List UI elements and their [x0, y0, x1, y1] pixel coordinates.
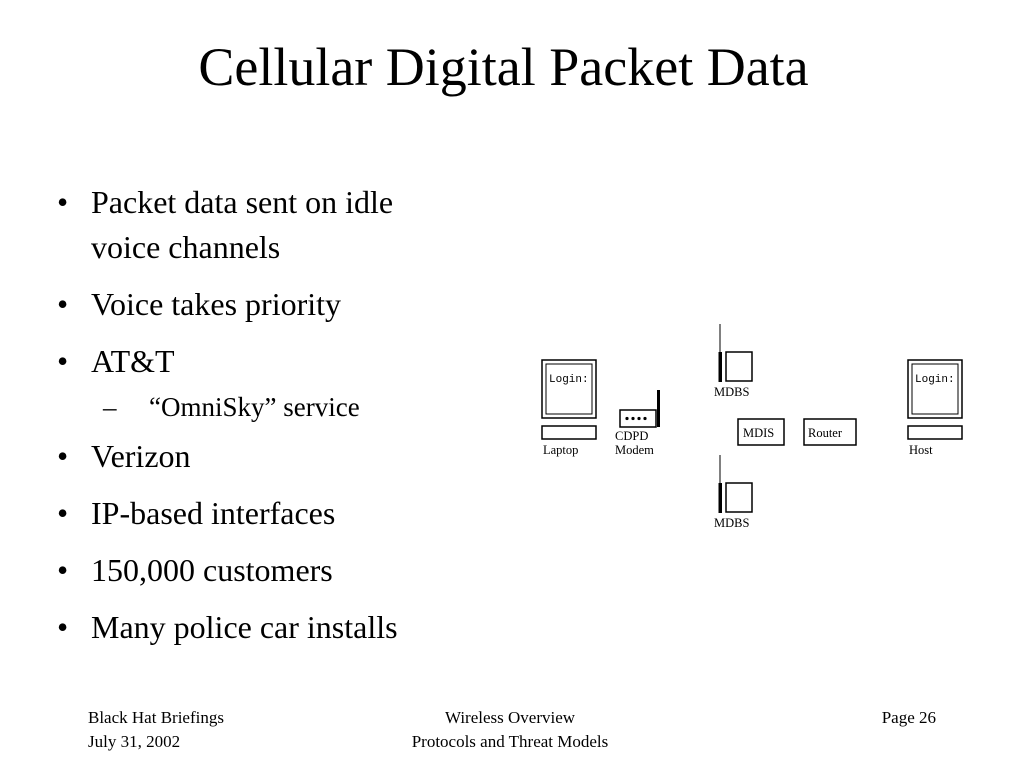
footer-center: Wireless Overview Protocols and Threat M… — [350, 706, 670, 754]
slide-title: Cellular Digital Packet Data — [198, 37, 809, 97]
footer-left: Black Hat Briefings July 31, 2002 — [88, 706, 224, 754]
base-station-icon — [718, 455, 753, 513]
bullet-glyph: • — [57, 286, 69, 322]
bullet-item: • Verizon — [57, 434, 497, 479]
footer-subtopic: Protocols and Threat Models — [411, 732, 609, 751]
bullet-text-continued: voice channels — [91, 229, 281, 265]
footer-event: Black Hat Briefings — [88, 708, 224, 727]
bullet-text: AT&T — [91, 343, 175, 379]
laptop-icon: Login: — [541, 359, 597, 440]
mdbs-top-label: MDBS — [714, 385, 749, 399]
footer-topic: Wireless Overview — [444, 708, 576, 727]
bullet-item: • Voice takes priority — [57, 282, 497, 327]
sub-bullet-text: “OmniSky” service — [149, 392, 360, 422]
mdis-label: MDIS — [743, 426, 774, 440]
bullet-item: • AT&T — [57, 339, 497, 384]
bullet-text: 150,000 customers — [91, 552, 333, 588]
bullet-text: Many police car installs — [91, 609, 398, 645]
bullet-glyph: • — [57, 609, 69, 645]
router-label: Router — [808, 426, 843, 440]
host-computer-icon: Login: — [907, 359, 963, 440]
base-station-icon — [718, 324, 753, 382]
laptop-label: Laptop — [543, 443, 578, 457]
modem-label-line2: Modem — [615, 443, 654, 457]
router-box — [803, 418, 857, 446]
mdbs-bottom-label: MDBS — [714, 516, 749, 530]
bullet-glyph: • — [57, 495, 69, 531]
sub-bullet-item: – “OmniSky” service — [57, 388, 497, 426]
bullet-item: • Packet data sent on idle voice channel… — [57, 180, 497, 270]
bullet-glyph: • — [57, 438, 69, 474]
bullet-item: • 150,000 customers — [57, 548, 497, 593]
bullet-text: IP-based interfaces — [91, 495, 336, 531]
cdpd-network-diagram: Login: Laptop CDPD Modem MDBS MDIS Route… — [532, 318, 972, 538]
bullet-glyph: • — [57, 343, 69, 379]
host-screen-text: Login: — [915, 374, 955, 386]
sub-bullet-glyph: – — [103, 392, 117, 422]
modem-icon — [619, 390, 660, 428]
bullet-text: Packet data sent on idle — [91, 184, 394, 220]
modem-label-line1: CDPD — [615, 429, 648, 443]
footer-page-number: Page 26 — [881, 708, 936, 727]
bullet-glyph: • — [57, 184, 69, 220]
laptop-screen-text: Login: — [549, 374, 589, 386]
bullet-glyph: • — [57, 552, 69, 588]
footer-date: July 31, 2002 — [88, 732, 181, 751]
host-label: Host — [909, 443, 933, 457]
bullet-item: • IP-based interfaces — [57, 491, 497, 536]
mdis-box — [737, 418, 785, 446]
bullet-text: Verizon — [91, 438, 191, 474]
bullet-text: Voice takes priority — [91, 286, 342, 322]
bullet-list: • Packet data sent on idle voice channel… — [57, 180, 497, 662]
bullet-item: • Many police car installs — [57, 605, 497, 650]
